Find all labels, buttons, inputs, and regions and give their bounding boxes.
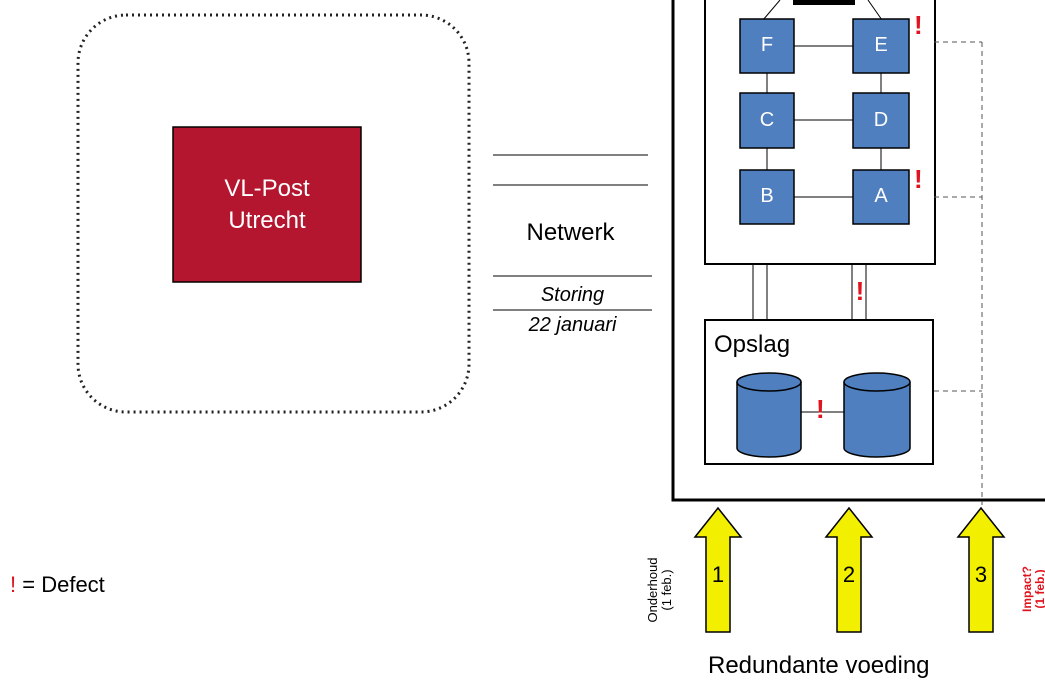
legend: ! = Defect [10, 572, 105, 598]
top-node-edge [793, 0, 855, 5]
node-label-f: F [760, 34, 774, 56]
defect-marker-disk-link: ! [816, 394, 825, 424]
node-label-d: D [873, 109, 889, 131]
defect-marker-node-a: ! [914, 164, 923, 194]
power-feed-1-note: Onderhoud (1 feb.) [645, 540, 674, 640]
location-label-line2: Utrecht [228, 207, 306, 234]
server-node-a [852, 169, 910, 225]
network-incident-line2: 22 januari [528, 314, 617, 336]
power-feed-1-note-line2: (1 feb.) [659, 569, 674, 611]
power-feed-3-note-line2: (1 feb.) [1033, 569, 1045, 609]
server-node-e [852, 18, 910, 74]
defect-marker-storage-link: ! [855, 276, 865, 306]
location-label-line1: VL-Post [224, 175, 310, 202]
node-label-b: B [760, 185, 774, 207]
server-cluster-box [704, 0, 936, 265]
storage-disk-1 [736, 372, 802, 458]
datacenter-box [671, 0, 1045, 502]
network-incident-line1: Storing [540, 284, 605, 306]
power-feed-2-number: 2 [842, 562, 856, 587]
storage-disk-2 [843, 372, 911, 458]
node-label-c: C [759, 109, 775, 131]
power-feed-3-lines [934, 41, 983, 505]
storage-box [704, 319, 934, 465]
power-feed-1-note-line1: Onderhoud [645, 557, 660, 623]
network-label: Netwerk [526, 219, 615, 246]
power-arrow-1 [693, 506, 743, 633]
legend-symbol: ! [10, 572, 17, 597]
server-node-b [739, 169, 795, 225]
server-node-d [852, 92, 910, 149]
location-box [172, 126, 362, 283]
node-label-e: E [874, 34, 888, 56]
storage-label: Opslag [714, 331, 791, 358]
legend-text: = Defect [22, 572, 105, 597]
power-feed-3-note: Impact? (1 feb.) [1020, 539, 1045, 639]
defect-marker-node-e: ! [914, 10, 923, 40]
power-arrow-2 [824, 506, 874, 633]
power-arrow-3 [956, 506, 1006, 633]
server-node-c [739, 92, 795, 149]
node-label-a: A [874, 185, 888, 207]
power-feed-3-number: 3 [974, 562, 988, 587]
power-feed-1-number: 1 [711, 562, 725, 587]
site-boundary [76, 13, 471, 414]
server-node-f [739, 18, 795, 74]
power-title: Redundante voeding [708, 652, 930, 679]
